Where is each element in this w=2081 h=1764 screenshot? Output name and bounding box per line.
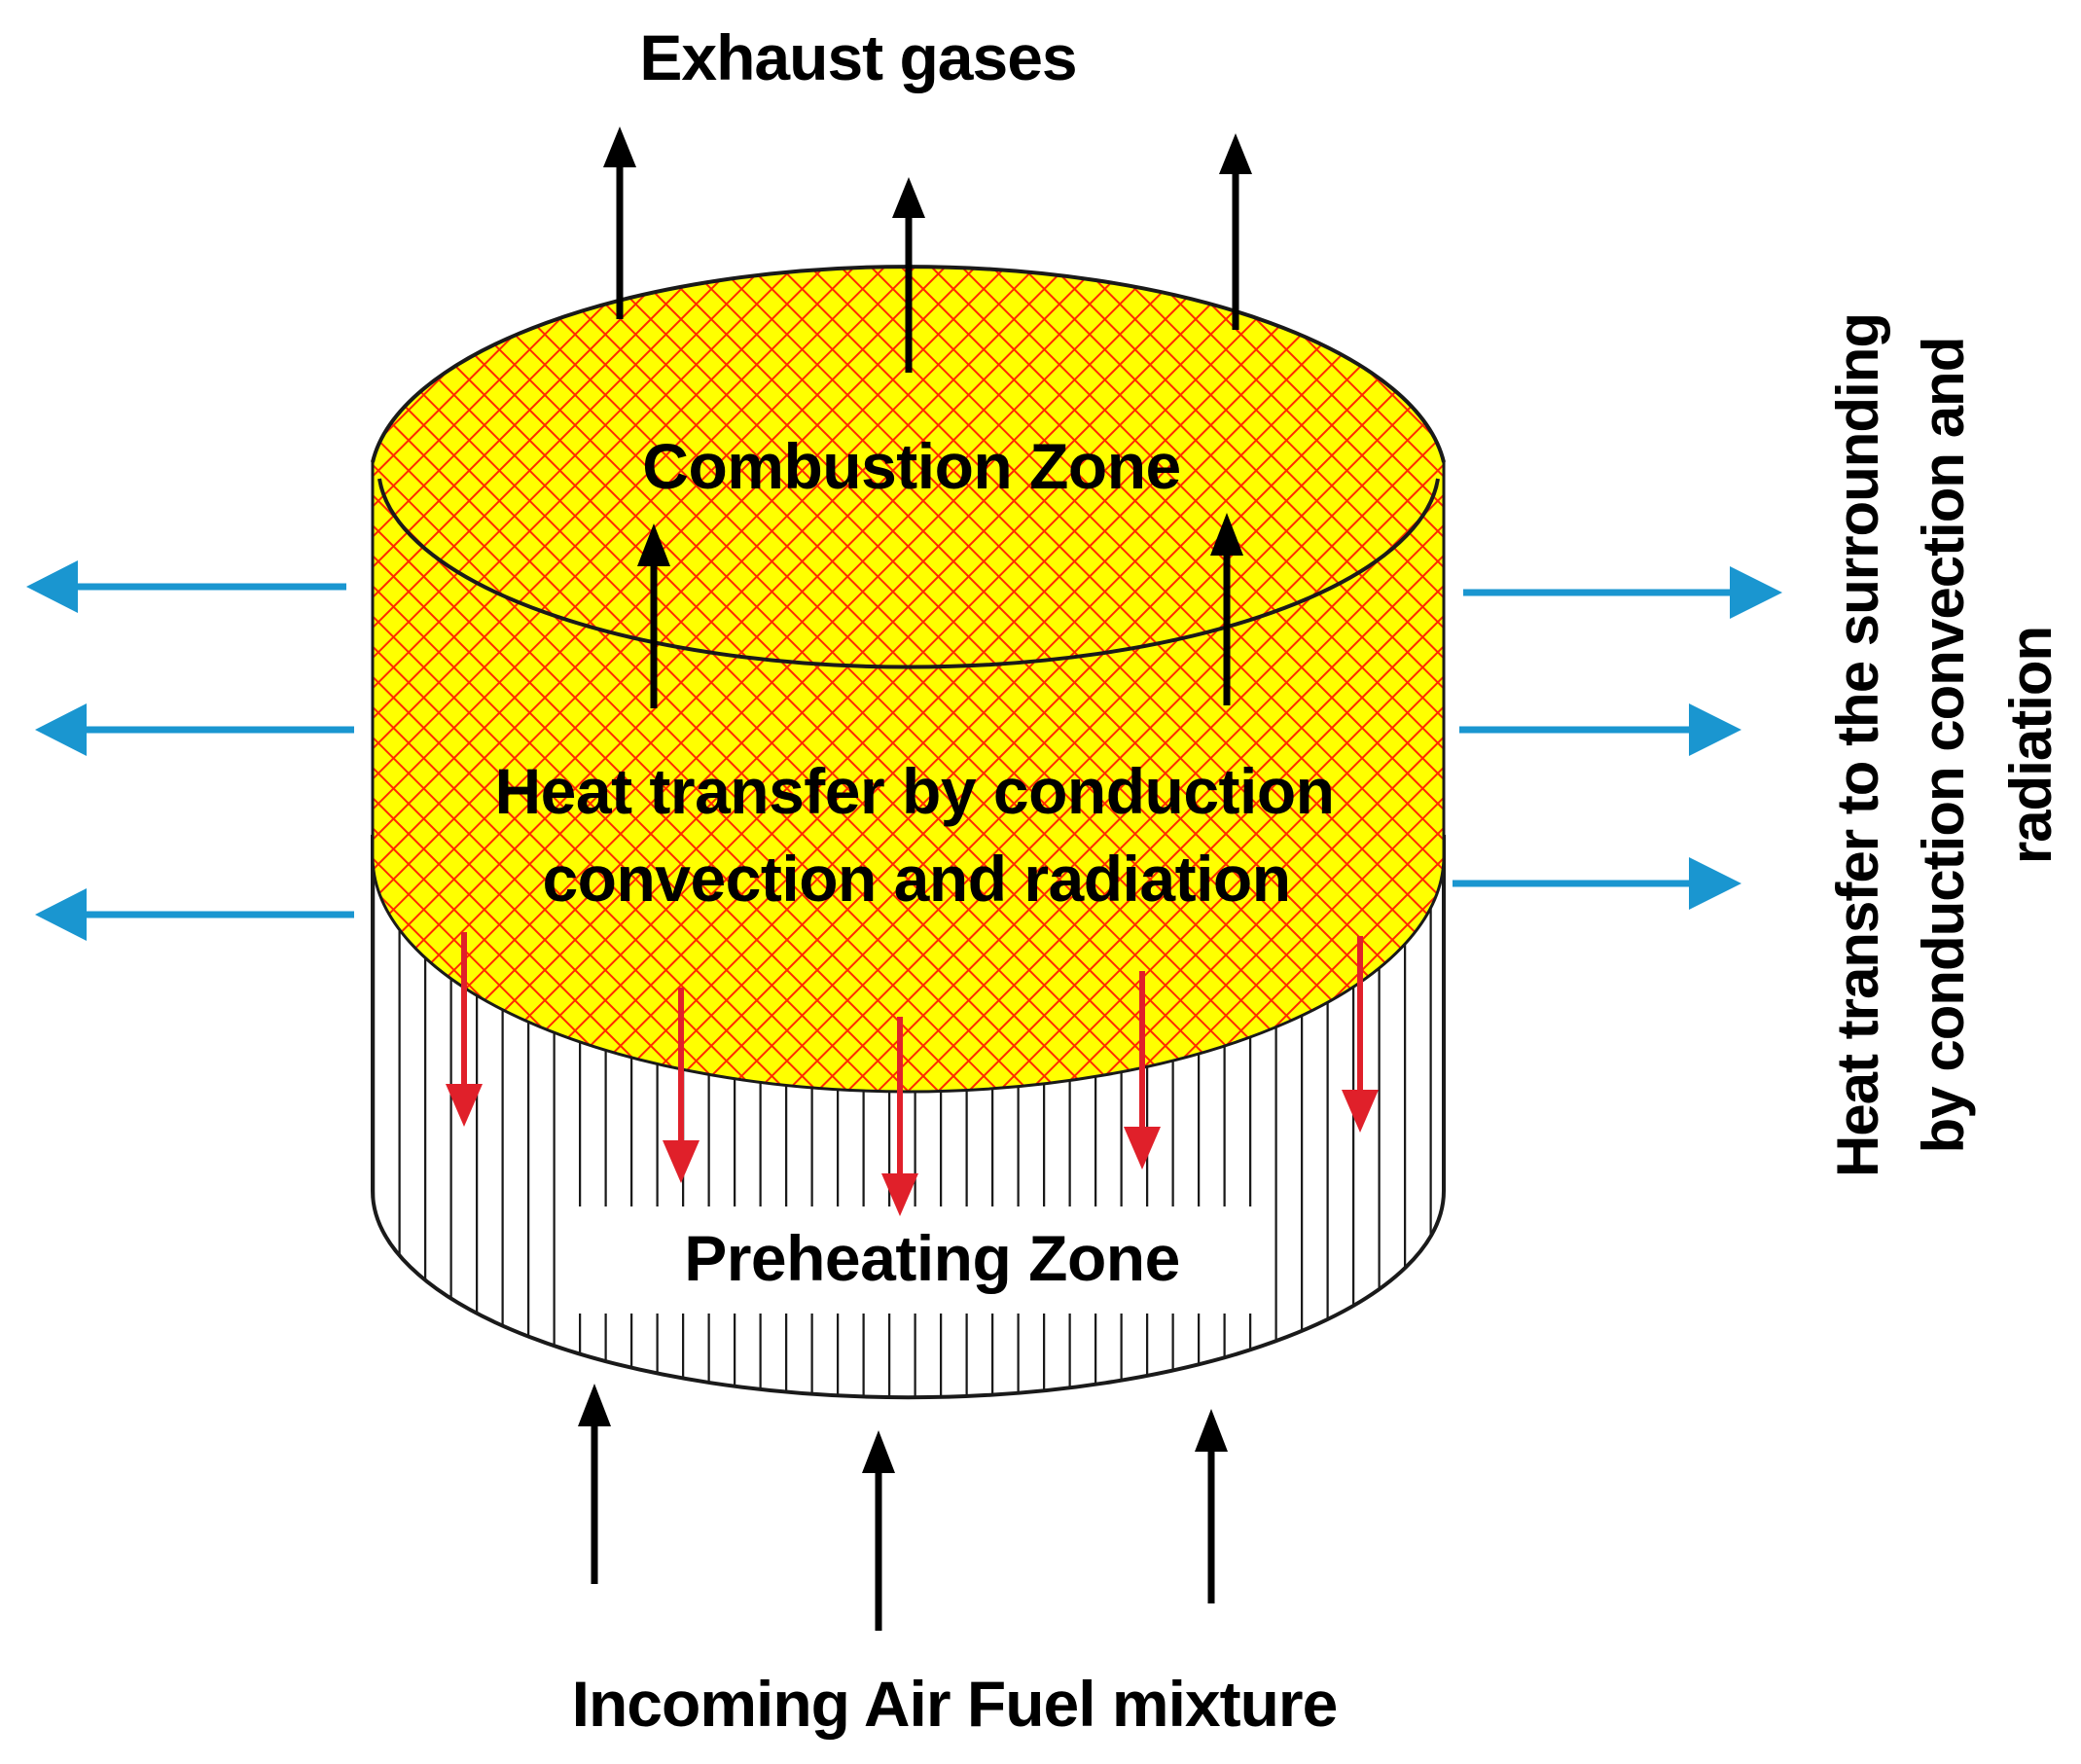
heat-loss-arrow-right <box>1453 857 1741 910</box>
heat-loss-arrow-right <box>1459 703 1741 756</box>
combustion-zone-label: Combustion Zone <box>642 430 1180 502</box>
combustion-zone-body <box>371 265 1446 1094</box>
preheating-zone-label: Preheating Zone <box>684 1222 1180 1294</box>
heat-loss-arrow-right <box>1463 566 1782 619</box>
surrounding-label-line2: by conduction convection and <box>1911 338 1976 1154</box>
incoming-arrows <box>578 1384 1228 1631</box>
internal-flow-arrow <box>1210 513 1243 705</box>
internal-flow-arrow <box>637 523 670 708</box>
exhaust-arrow <box>892 177 925 373</box>
exhaust-arrow <box>603 126 636 319</box>
surrounding-label-line1: Heat transfer to the surrounding <box>1825 313 1890 1177</box>
preheating-label-band <box>574 1206 1255 1314</box>
exhaust-arrow <box>1219 133 1252 330</box>
heat-recirculation-arrows <box>446 932 1379 1216</box>
heat-recirculation-arrow <box>446 932 483 1127</box>
inner-heat-transfer-label-line1: Heat transfer by conduction <box>495 755 1335 827</box>
exhaust-arrows <box>603 126 1252 373</box>
heat-recirculation-arrow <box>1124 971 1161 1170</box>
heat-loss-arrow-left <box>35 888 354 941</box>
heat-recirculation-arrow <box>881 1017 918 1216</box>
combustion-zone <box>371 265 1446 1094</box>
incoming-mixture-label: Incoming Air Fuel mixture <box>572 1668 1338 1740</box>
heat-loss-arrow-left <box>26 560 346 613</box>
surrounding-heat-transfer-label: Heat transfer to the surrounding by cond… <box>1825 313 2063 1177</box>
left-heat-loss-arrows <box>26 560 354 941</box>
inner-heat-transfer-label-line2: convection and radiation <box>542 843 1290 915</box>
surrounding-label-line3: radiation <box>1998 627 2063 864</box>
heat-recirculation-arrow <box>1342 936 1379 1133</box>
heat-recirculation-arrow <box>663 988 700 1183</box>
internal-flow-arrows <box>637 513 1243 708</box>
exhaust-gases-label: Exhaust gases <box>639 21 1076 93</box>
incoming-arrow <box>1195 1409 1228 1603</box>
incoming-arrow <box>578 1384 611 1584</box>
heat-loss-arrow-left <box>35 703 354 756</box>
right-heat-loss-arrows <box>1453 566 1782 910</box>
combustion-top-ellipse-front-edge <box>377 478 1440 669</box>
incoming-arrow <box>862 1430 895 1631</box>
